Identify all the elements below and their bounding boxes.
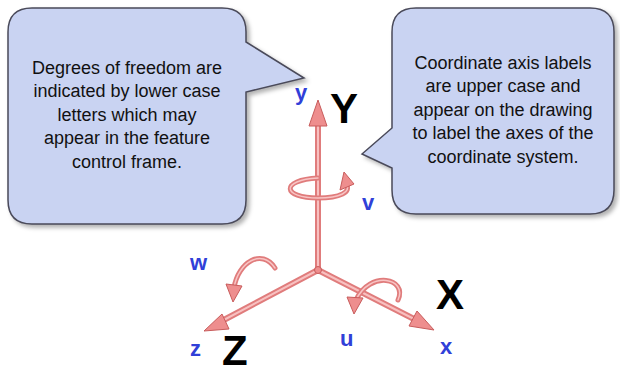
axis-label: Z [222,330,248,372]
axis-label: X [436,274,464,316]
dof-label: u [340,328,353,350]
callout-bubble: Degrees of freedom are indicated by lowe… [8,8,246,224]
callout-text: Coordinate axis labels are upper case an… [406,8,600,169]
axis-label: Y [330,88,358,130]
dof-label: w [190,252,207,274]
dof-label: y [295,82,307,104]
dof-label: z [190,338,201,360]
callout-text: Degrees of freedom are indicated by lowe… [29,8,225,174]
callout-bubble: Coordinate axis labels are upper case an… [392,8,614,214]
dof-label: v [362,192,374,214]
dof-label: x [440,336,452,358]
